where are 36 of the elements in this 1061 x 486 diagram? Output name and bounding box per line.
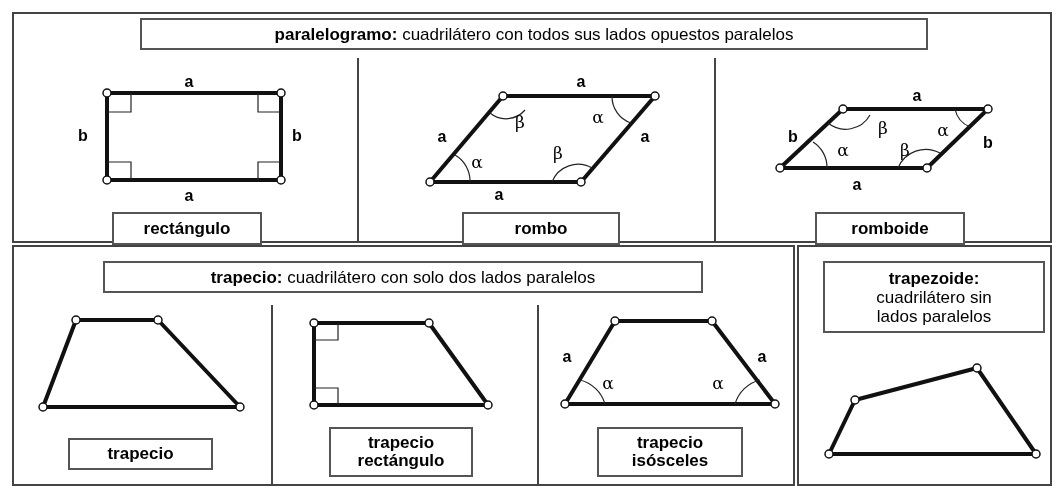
section-panel	[12, 12, 1052, 243]
section-heading: trapezoide: cuadrilátero sin lados paralelos	[823, 261, 1045, 333]
side-label: a	[852, 177, 862, 193]
angle-label: α	[937, 122, 949, 138]
side-label: b	[983, 135, 993, 151]
angle-label: α	[471, 154, 483, 170]
angle-label: α	[712, 375, 724, 391]
shape-name-label: trapecio isósceles	[597, 427, 743, 477]
section-heading: paralelogramo: cuadrilátero con todos sus lados opuestos paralelos	[140, 18, 928, 50]
shape-name-label: rectángulo	[112, 212, 262, 245]
angle-label: α	[592, 109, 604, 125]
side-label: a	[184, 74, 194, 90]
shape-name-label: trapecio	[68, 438, 213, 470]
side-label: a	[640, 129, 650, 145]
side-label: a	[562, 349, 572, 365]
angle-label: β	[878, 120, 888, 136]
shape-name-label: rombo	[462, 212, 620, 245]
section-heading: trapecio: cuadrilátero con solo dos lados paralelos	[103, 261, 703, 293]
angle-label: β	[900, 142, 910, 158]
angle-label: β	[515, 114, 525, 130]
angle-label: α	[602, 375, 614, 391]
side-label: a	[437, 129, 447, 145]
shape-name-label: romboide	[815, 212, 965, 245]
side-label: a	[576, 74, 586, 90]
side-label: b	[78, 128, 88, 144]
angle-label: β	[553, 145, 563, 161]
section-panel	[797, 245, 1052, 486]
side-label: b	[788, 129, 798, 145]
side-label: b	[292, 128, 302, 144]
angle-label: α	[837, 142, 849, 158]
side-label: a	[184, 188, 194, 204]
side-label: a	[757, 349, 767, 365]
section-panel	[12, 245, 795, 486]
shape-name-label: trapecio rectángulo	[329, 427, 473, 477]
side-label: a	[494, 187, 504, 203]
side-label: a	[912, 88, 922, 104]
